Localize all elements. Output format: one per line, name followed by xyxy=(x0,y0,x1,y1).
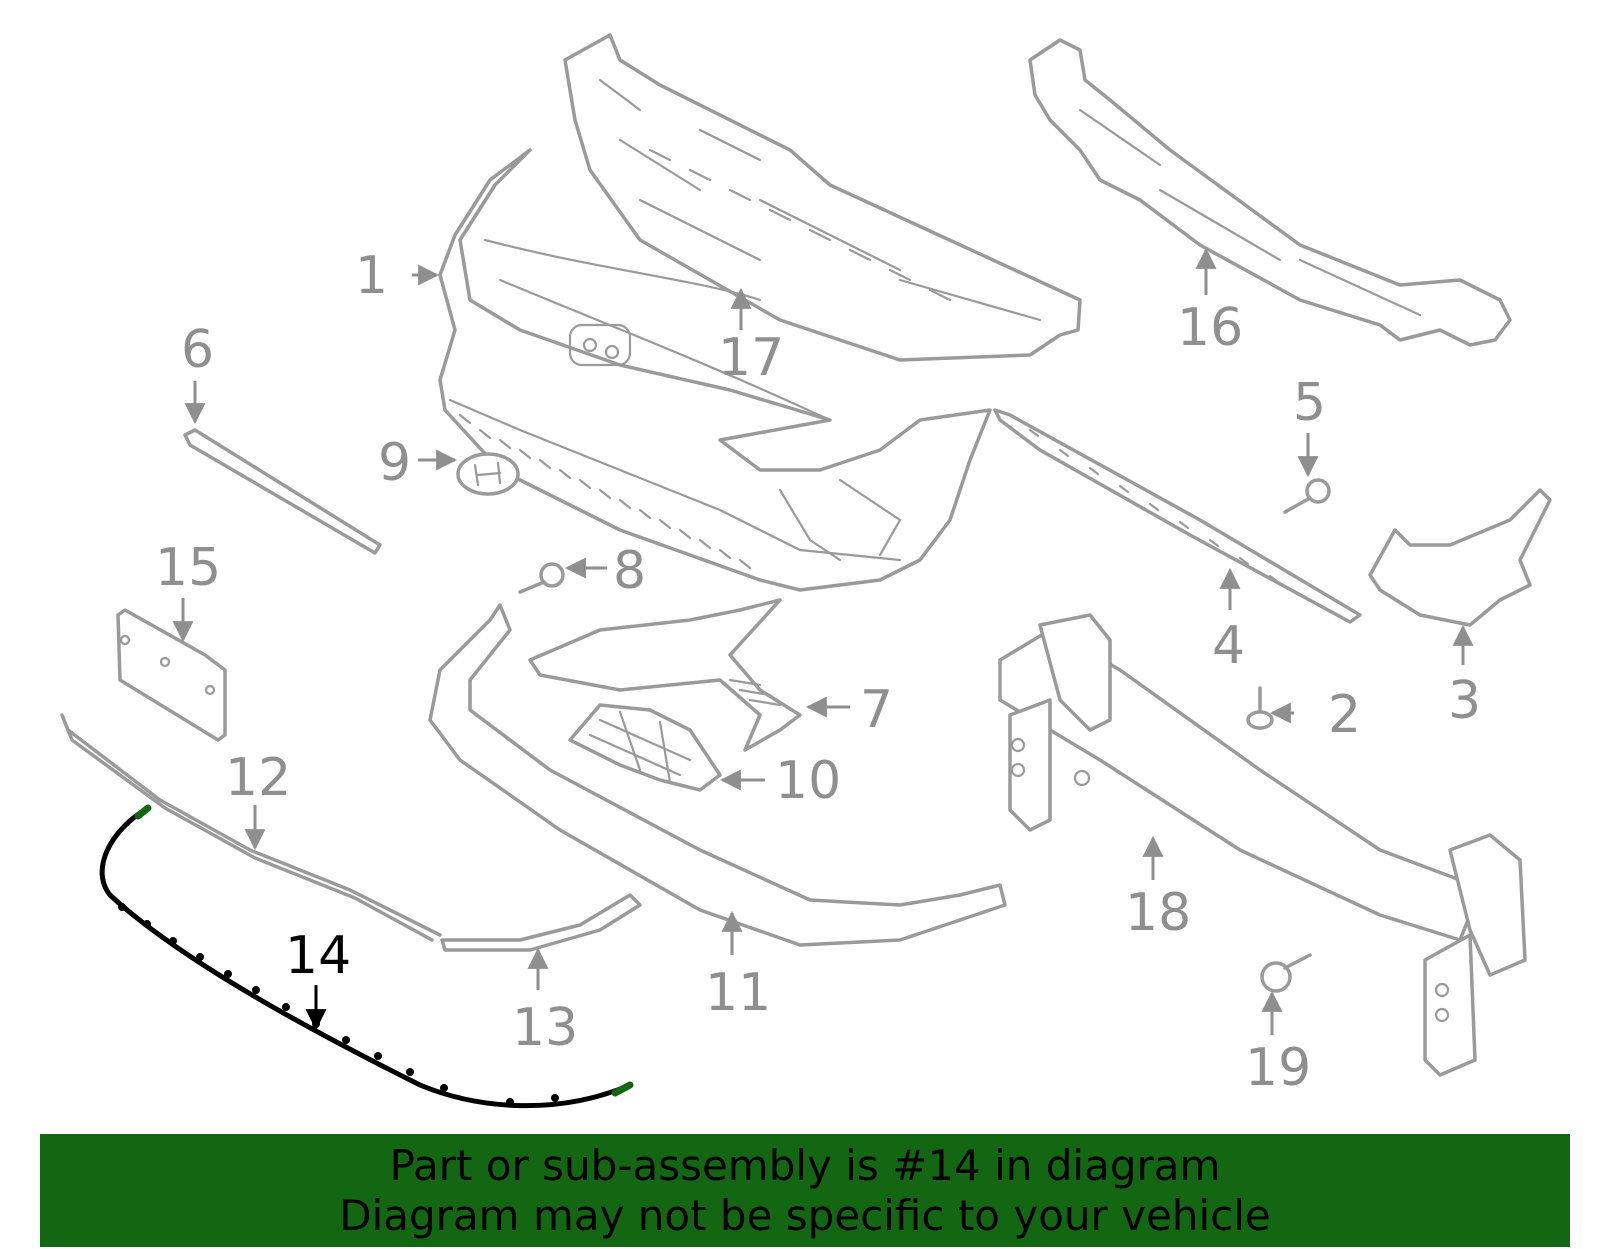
callout-16: 16 xyxy=(1177,298,1243,358)
callout-10: 10 xyxy=(775,751,841,811)
callout-2: 2 xyxy=(1328,685,1361,745)
callout-15: 15 xyxy=(155,538,221,598)
part-13-corner-trim xyxy=(440,893,642,952)
part-12-lower-trim xyxy=(60,713,442,942)
callout-9: 9 xyxy=(378,433,411,493)
part-15-plate-bracket xyxy=(116,608,227,742)
part-5-screw xyxy=(1283,478,1331,514)
part-7-air-guide xyxy=(528,598,802,752)
callout-8: 8 xyxy=(613,541,646,601)
callout-19: 19 xyxy=(1245,1038,1311,1098)
callout-leaders xyxy=(172,247,1474,1035)
callout-labels: 1 2 3 4 5 6 7 8 9 10 11 12 13 14 15 16 1… xyxy=(155,246,1481,1098)
callout-3: 3 xyxy=(1448,671,1481,731)
callout-4: 4 xyxy=(1212,616,1245,676)
callout-6: 6 xyxy=(181,320,214,380)
part-3-side-bracket xyxy=(1368,488,1552,627)
part-10-grille-insert xyxy=(568,703,722,792)
info-banner: Part or sub-assembly is #14 in diagram D… xyxy=(40,1134,1570,1247)
callout-1: 1 xyxy=(355,246,388,306)
callout-12: 12 xyxy=(225,748,291,808)
callout-7: 7 xyxy=(860,680,893,740)
part-19-bolt xyxy=(1260,953,1312,993)
banner-line-2: Diagram may not be specific to your vehi… xyxy=(339,1190,1271,1240)
part-16-upper-absorber xyxy=(1028,38,1512,347)
part-18-reinforcement-beam xyxy=(998,613,1527,1077)
callout-18: 18 xyxy=(1125,883,1191,943)
part-9-emblem xyxy=(456,452,520,496)
part-11-lower-lip xyxy=(428,603,1007,947)
callout-11: 11 xyxy=(705,963,771,1023)
part-8-screw xyxy=(518,562,565,594)
part-17-upper-bracket xyxy=(563,33,1082,362)
part-1-bumper-cover xyxy=(438,148,992,592)
part-6-trim-strip xyxy=(183,428,382,555)
banner-line-1: Part or sub-assembly is #14 in diagram xyxy=(389,1140,1221,1190)
part-14-bumper-moulding xyxy=(99,804,634,1109)
callout-14: 14 xyxy=(285,926,351,986)
callout-5: 5 xyxy=(1293,373,1326,433)
part-2-bolt xyxy=(1246,686,1274,730)
part-4-grille-strip xyxy=(993,408,1362,624)
callout-13: 13 xyxy=(512,998,578,1058)
callout-17: 17 xyxy=(718,328,784,388)
